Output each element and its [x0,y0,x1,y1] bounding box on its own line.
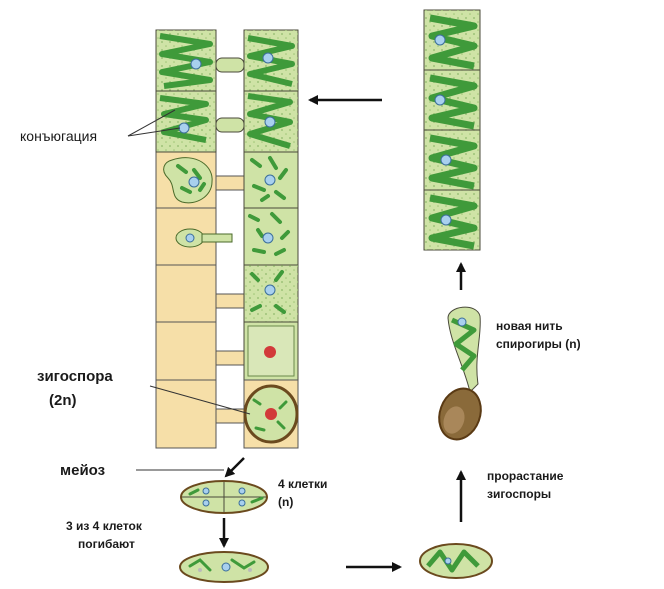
left-filament [155,29,233,449]
label-three-die-2: погибают [78,537,135,551]
zygote-one-surviving [179,551,269,583]
new-filament [423,9,481,251]
label-four-cells: 4 клетки [278,477,328,491]
label-meiosis: мейоз [60,462,106,479]
label-three-die: 3 из 4 клеток [66,519,142,533]
arrow-meiosis [224,457,245,478]
label-new-filament-2: спирогиры (n) [496,337,581,351]
label-zygospore-ploidy: (2n) [49,392,77,409]
label-zygospore: зигоспора [37,368,113,385]
label-conjugation: конъюгация [20,128,98,144]
label-four-cells-ploidy: (n) [278,495,294,509]
zygote-four-nuclei [180,480,268,514]
label-germination-2: зигоспоры [487,487,552,501]
label-pointers [127,109,251,471]
right-filament [243,29,299,449]
germinating-zygospore [438,306,482,441]
cycle-arrows [219,95,466,572]
zygospore-mature [419,543,493,579]
label-germination: прорастание [487,469,564,483]
conjugation-tubes [215,57,245,424]
label-new-filament: новая нить [496,319,563,333]
